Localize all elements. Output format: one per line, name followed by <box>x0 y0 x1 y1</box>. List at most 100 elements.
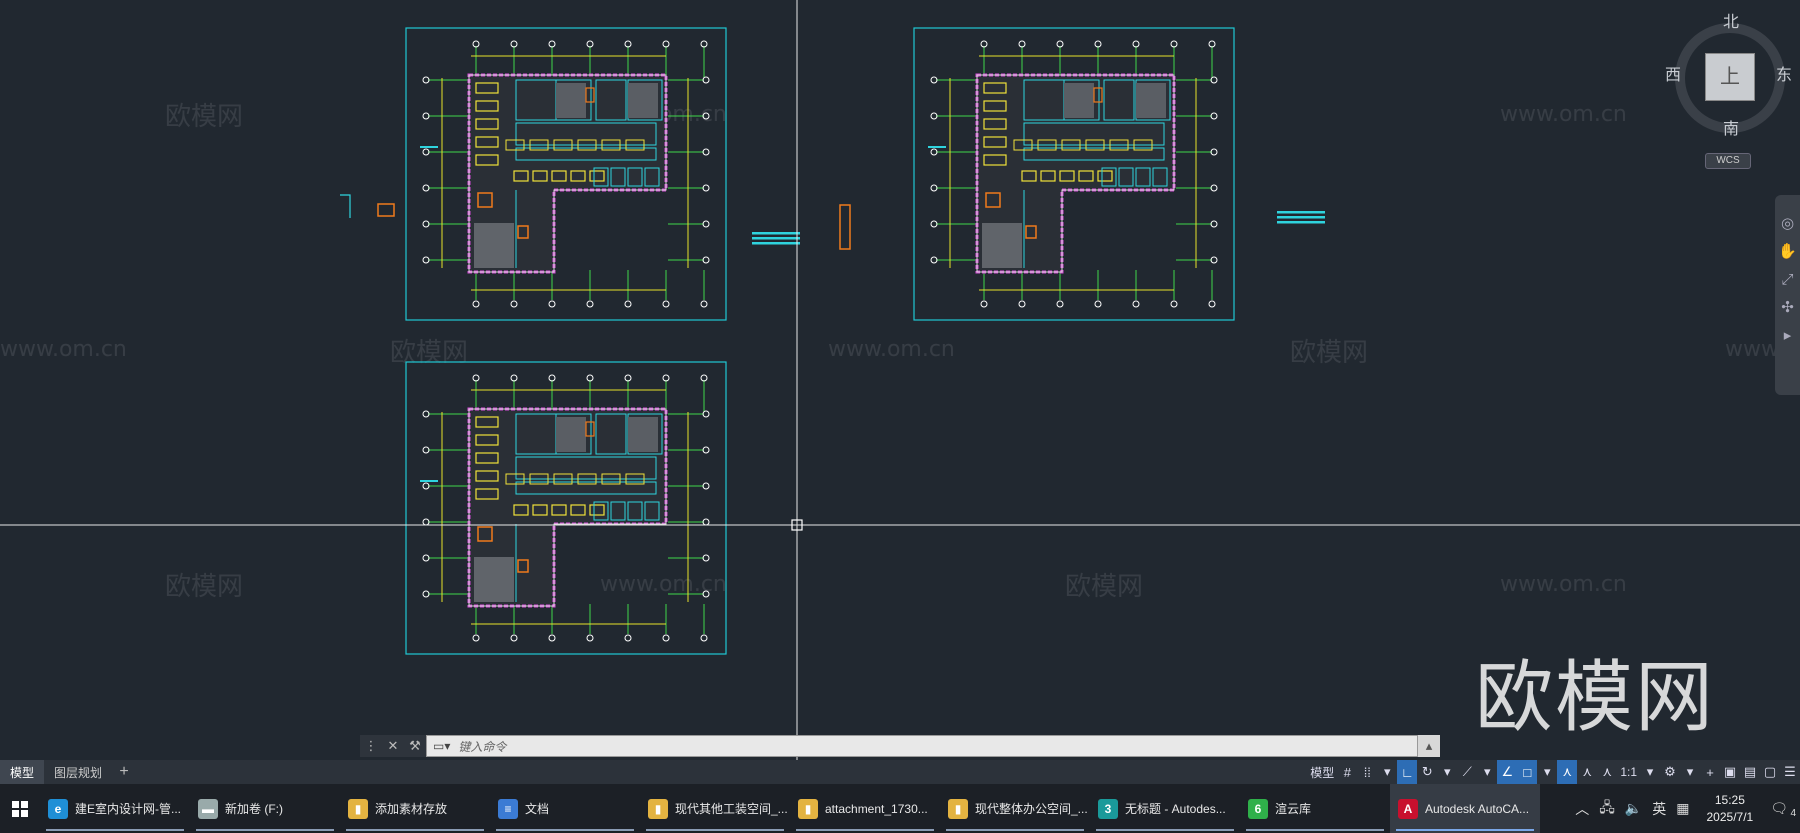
taskbar-item-label: 建E室内设计网-管... <box>75 802 182 816</box>
chevron-up-icon[interactable]: ︿ <box>1575 800 1590 817</box>
object-snap-tracking-icon[interactable]: ∠ <box>1497 760 1518 784</box>
taskbar-item-label: 文档 <box>525 802 550 816</box>
isolate-objects-icon[interactable]: ▣ <box>1723 764 1737 779</box>
object-snap-icon[interactable]: □ <box>1517 760 1538 784</box>
ortho-icon[interactable]: ∟ <box>1397 760 1418 784</box>
brand-logo: 欧模网 <box>1475 653 1716 743</box>
folder-icon: ▮ <box>648 798 668 819</box>
taskbar-item-label: 添加素材存放 <box>375 802 448 816</box>
compass-west[interactable]: 西 <box>1665 67 1682 84</box>
taskbar-item[interactable]: ▮ 现代其他工装空间_... <box>640 784 790 833</box>
folder-icon: ▮ <box>348 798 368 819</box>
floor-plan-3-frame <box>405 361 727 655</box>
taskbar-item[interactable]: ▬新加卷 (F:) <box>190 784 340 833</box>
scale-dropdown-icon[interactable]: ▾ <box>1646 764 1654 779</box>
edge-icon: e <box>48 798 68 819</box>
3dsmax-icon: 3 <box>1098 798 1118 819</box>
model-space-button[interactable]: 模型 <box>1310 765 1335 780</box>
folder-icon: ▮ <box>798 798 818 819</box>
autocad-icon: A <box>1398 798 1418 819</box>
taskbar-item-label: 现代整体办公空间_... <box>975 802 1088 816</box>
notification-icon[interactable]: 🗨 4 <box>1770 800 1796 819</box>
status-bar: 模型 图层规划 + 模型 # ⁞⁞ ▾ ∟ ↻ ▾ ⟋ ▾ ∠ □ ▾ ⋏ ⋏ … <box>0 760 1800 784</box>
annotation-scale-value[interactable]: 1:1 <box>1620 765 1637 779</box>
floor-plan-1-frame <box>405 27 727 321</box>
taskbar-item[interactable]: ▮ 添加素材存放 <box>340 784 490 833</box>
command-input[interactable]: ▭▾ 键入命令 <box>426 735 1418 757</box>
volume-icon[interactable]: 🔈 <box>1624 800 1643 816</box>
windows-start-icon[interactable] <box>0 784 40 833</box>
floor-plan-2-frame <box>913 27 1235 321</box>
taskbar-item[interactable]: e 建E室内设计网-管... <box>40 784 190 833</box>
compass-south[interactable]: 南 <box>1723 121 1740 138</box>
taskbar-item-label: Autodesk AutoCA... <box>1425 801 1530 816</box>
drawing-canvas[interactable]: 欧模网 www.om.cn www.om.cn www.om.cn 欧模网 ww… <box>0 0 1800 760</box>
steering-wheel-icon[interactable]: ◎ <box>1780 215 1795 232</box>
workspace-gear-icon[interactable]: ⚙ <box>1664 764 1676 779</box>
hardware-accel-icon[interactable]: ▤ <box>1743 764 1757 779</box>
command-history-icon[interactable]: ▭▾ <box>433 739 451 753</box>
compass-north[interactable]: 北 <box>1723 14 1740 31</box>
isodraft-dropdown-icon[interactable]: ▾ <box>1484 764 1491 779</box>
workspace-dropdown-icon[interactable]: ▾ <box>1686 764 1694 779</box>
crosshair-pickbox <box>791 519 803 531</box>
cad-drawing <box>0 0 1800 760</box>
wcs-menu[interactable]: WCS <box>1705 153 1751 169</box>
taskbar-item[interactable]: 6 渲云库 <box>1240 784 1390 833</box>
clock-time: 15:25 <box>1714 792 1745 807</box>
orbit-icon[interactable]: ✣ <box>1781 299 1794 316</box>
system-tray: ︿ 🖧 🔈 英 ▦ 15:25 2025/7/1 🗨 4 <box>1570 784 1800 833</box>
windows-taskbar: e 建E室内设计网-管... ▬新加卷 (F:) ▮ 添加素材存放 ≡ 文档 ▮ 现代其他工装空… <box>0 784 1800 833</box>
tab-model[interactable]: 模型 <box>0 760 45 784</box>
pan-icon[interactable]: ✋ <box>1778 243 1797 260</box>
showmotion-icon[interactable]: ▸ <box>1783 327 1792 344</box>
folder-icon: ▮ <box>948 798 968 819</box>
doc-icon: ≡ <box>498 798 518 819</box>
customize-menu-icon[interactable]: ☰ <box>1784 764 1796 779</box>
snap-dropdown-icon[interactable]: ▾ <box>1384 764 1391 779</box>
ime-indicator[interactable]: 英 <box>1652 800 1667 817</box>
taskbar-item-label: 新加卷 (F:) <box>225 802 283 816</box>
command-line: ⋮ ✕ ⚒ ▭▾ 键入命令 ▴ <box>360 735 1440 757</box>
render-icon: 6 <box>1248 798 1268 819</box>
tab-layout[interactable]: 图层规划 <box>54 765 103 780</box>
network-icon[interactable]: 🖧 <box>1599 798 1615 815</box>
taskbar-items: e 建E室内设计网-管... ▬新加卷 (F:) ▮ 添加素材存放 ≡ 文档 ▮ 现代其他工装空… <box>40 784 1540 833</box>
zoom-extents-icon[interactable]: ⤢ <box>1781 270 1794 288</box>
viewcube-top-face[interactable]: 上 <box>1705 53 1755 101</box>
taskbar-item[interactable]: ≡ 文档 <box>490 784 640 833</box>
command-line-grip[interactable]: ⋮ <box>360 735 382 757</box>
status-tools: 模型 # ⁞⁞ ▾ ∟ ↻ ▾ ⟋ ▾ ∠ □ ▾ ⋏ ⋏ ⋏ 1:1 ▾ ⚙ … <box>1307 760 1800 784</box>
taskbar-item-label: 渲云库 <box>1275 802 1312 816</box>
polar-dropdown-icon[interactable]: ▾ <box>1444 764 1451 779</box>
taskbar-item-label: attachment_1730... <box>825 801 928 816</box>
clock[interactable]: 15:25 2025/7/1 <box>1695 792 1766 826</box>
snap-icon[interactable]: ⁞⁞ <box>1363 764 1371 780</box>
command-placeholder: 键入命令 <box>458 739 507 754</box>
taskbar-item[interactable]: A Autodesk AutoCA... <box>1390 784 1540 833</box>
command-line-expand[interactable]: ▴ <box>1418 735 1440 757</box>
navigation-bar: ◎ ✋ ⤢ ✣ ▸ <box>1775 195 1800 395</box>
add-layout-button[interactable]: + <box>119 763 129 780</box>
grid-icon[interactable]: # <box>1343 764 1351 780</box>
isodraft-icon[interactable]: ⟋ <box>1462 764 1472 779</box>
compass-east[interactable]: 东 <box>1776 67 1793 84</box>
annotation-visibility-icon[interactable]: ⋏ <box>1557 760 1578 784</box>
notification-count: 4 <box>1790 808 1796 819</box>
taskbar-item[interactable]: ▮ 现代整体办公空间_... <box>940 784 1090 833</box>
annotation-scale-icon[interactable]: ⋏ <box>1602 764 1613 779</box>
customize-wrench-icon[interactable]: ⚒ <box>404 735 426 757</box>
viewcube[interactable]: 上 北 南 东 西 WCS <box>1665 8 1795 178</box>
ime-grid-icon[interactable]: ▦ <box>1676 800 1690 816</box>
object-snap-dropdown-icon[interactable]: ▾ <box>1544 764 1551 779</box>
add-icon[interactable]: + <box>1706 764 1714 780</box>
auto-scale-icon[interactable]: ⋏ <box>1582 764 1593 779</box>
clock-date: 2025/7/1 <box>1706 809 1754 824</box>
close-icon[interactable]: ✕ <box>382 735 404 757</box>
taskbar-item-label: 现代其他工装空间_... <box>675 802 788 816</box>
polar-icon[interactable]: ↻ <box>1421 764 1433 779</box>
clean-screen-icon[interactable]: ▢ <box>1763 764 1777 779</box>
compass-ring[interactable] <box>1675 23 1785 133</box>
taskbar-item[interactable]: ▮ attachment_1730... <box>790 784 940 833</box>
